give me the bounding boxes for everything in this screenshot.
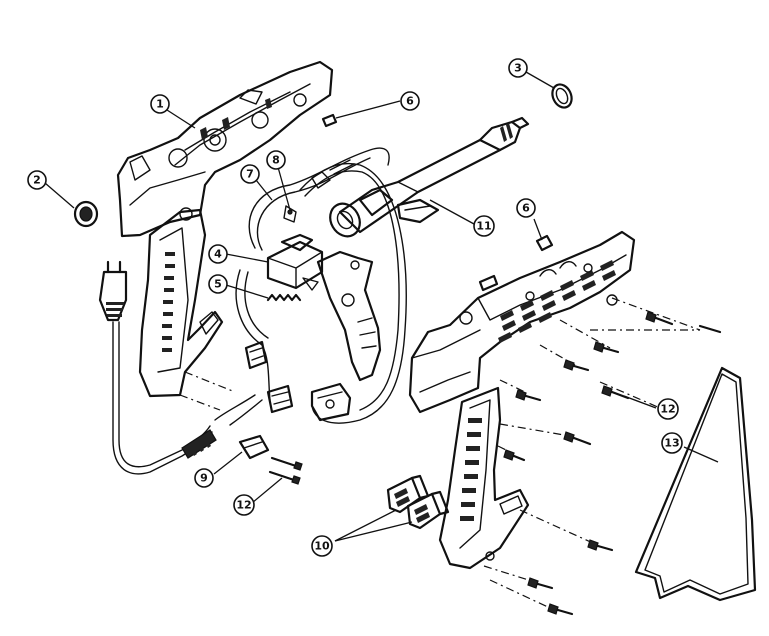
part-2-ring: [73, 200, 99, 228]
svg-text:5: 5: [214, 278, 222, 291]
svg-text:10: 10: [314, 540, 330, 553]
part-12-screws-left: [268, 456, 303, 485]
callout-12-right: 12: [657, 398, 679, 420]
svg-text:2: 2: [33, 174, 41, 187]
callout-7: 7: [240, 164, 260, 184]
screws-right: [179, 297, 722, 616]
callout-2: 2: [27, 170, 47, 190]
svg-text:8: 8: [272, 154, 280, 167]
svg-text:13: 13: [664, 437, 679, 450]
svg-text:3: 3: [514, 62, 522, 75]
power-cord: [98, 260, 217, 475]
callout-10: 10: [311, 535, 333, 557]
nozzle-heater-assembly: [329, 116, 530, 238]
leader-lines: [44, 71, 719, 542]
part-8-terminal: [311, 159, 355, 189]
callout-6-upper: 6: [400, 91, 420, 111]
wire-connectors: [244, 340, 352, 422]
callout-11: 11: [473, 215, 495, 237]
callout-3: 3: [508, 58, 528, 78]
callout-8: 8: [266, 150, 286, 170]
part-5-spring: [266, 293, 302, 302]
svg-text:6: 6: [406, 95, 414, 108]
callout-4: 4: [208, 244, 228, 264]
part-6-pin-upper: [321, 113, 338, 128]
svg-text:7: 7: [246, 168, 254, 181]
svg-text:11: 11: [476, 220, 491, 233]
right-housing-half: [408, 230, 636, 570]
part-3-o-ring: [551, 83, 573, 109]
svg-text:1: 1: [156, 98, 164, 111]
svg-text:9: 9: [200, 472, 208, 485]
callout-6-right: 6: [516, 198, 536, 218]
part-13-wire-stand: [634, 366, 757, 602]
left-housing-half: [116, 60, 334, 398]
callout-13: 13: [661, 432, 683, 454]
wiring: [214, 147, 407, 426]
trigger: [316, 250, 382, 382]
callout-1: 1: [150, 94, 170, 114]
part-9-cord-clamp: [238, 434, 270, 460]
svg-text:4: 4: [214, 248, 222, 261]
part-10-clips: [386, 474, 450, 530]
svg-text:12: 12: [236, 499, 251, 512]
part-6-pin-right: [535, 234, 554, 252]
svg-text:12: 12: [660, 403, 675, 416]
callout-12-lower: 12: [233, 494, 255, 516]
callout-5: 5: [208, 274, 228, 294]
svg-text:6: 6: [522, 202, 530, 215]
part-4-switch: [266, 233, 324, 291]
callout-9: 9: [194, 468, 214, 488]
